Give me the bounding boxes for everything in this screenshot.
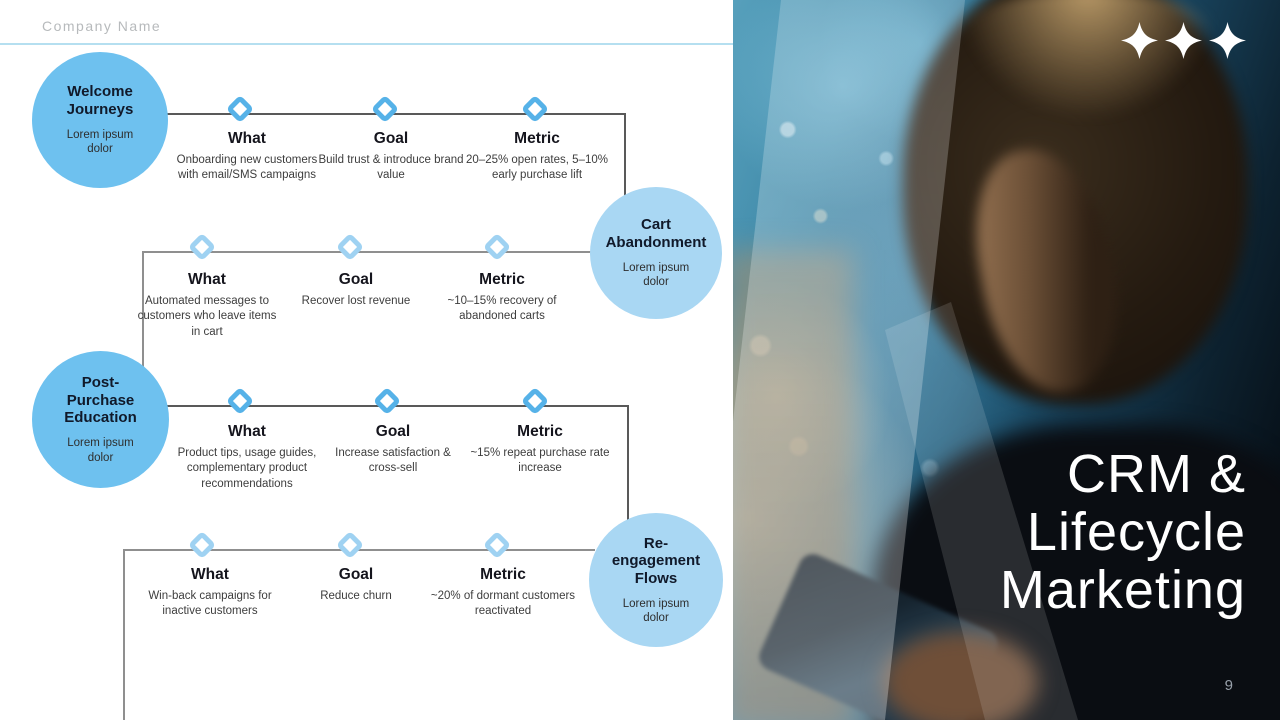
column-header: Goal (375, 423, 411, 440)
column-text: Win-back campaigns for inactive customer… (148, 590, 272, 618)
page-number: 9 (1224, 677, 1233, 694)
column-text: Product tips, usage guides, complementar… (177, 447, 317, 490)
column-what: What Win-back campaigns for inactive cus… (137, 566, 283, 620)
stage-title: Cart Abandonment (605, 216, 707, 252)
column-text: Recover lost revenue (301, 295, 411, 307)
stage-circle-post-purchase-education: Post-Purchase Education Lorem ipsum dolo… (32, 351, 169, 488)
diamond-icon (482, 232, 512, 262)
column-metric: Metric ~15% repeat purchase rate increas… (467, 423, 613, 477)
stage-subtitle: Lorem ipsum dolor (622, 261, 690, 289)
hero-photo: CRM & Lifecycle Marketing 9 (733, 0, 1280, 720)
stage-circle-cart-abandonment: Cart Abandonment Lorem ipsum dolor (590, 187, 722, 319)
column-header: Metric (517, 423, 563, 440)
slide-title: CRM & Lifecycle Marketing (999, 444, 1246, 620)
column-text: Increase satisfaction & cross-sell (335, 447, 451, 475)
column-text: Build trust & introduce brand value (318, 154, 464, 182)
content-panel: Company Name Welcome Journeys Lorem ipsu… (0, 18, 733, 720)
column-text: Onboarding new customers with email/SMS … (176, 154, 318, 182)
sparkle-icons (1121, 22, 1246, 59)
column-text: 20–25% open rates, 5–10% early purchase … (466, 154, 608, 182)
diamond-icon (372, 386, 402, 416)
stage-title: Re-engagement Flows (611, 534, 701, 587)
column-header: What (228, 423, 266, 440)
column-what: What Automated messages to customers who… (134, 271, 280, 340)
column-header: Goal (338, 271, 374, 288)
column-metric: Metric 20–25% open rates, 5–10% early pu… (464, 130, 610, 184)
stage-circle-re-engagement-flows: Re-engagement Flows Lorem ipsum dolor (589, 513, 723, 647)
column-header: What (191, 566, 229, 583)
column-text: ~10–15% recovery of abandoned carts (447, 295, 557, 323)
column-goal: Goal Recover lost revenue (283, 271, 429, 309)
diamond-icon (187, 232, 217, 262)
connector-line (142, 251, 144, 371)
column-text: Reduce churn (320, 590, 392, 602)
column-header: What (228, 130, 266, 147)
photo-hair-highlight (938, 0, 1238, 138)
column-text: ~15% repeat purchase rate increase (470, 447, 610, 475)
slide-title-line: CRM & (1067, 444, 1246, 504)
connector-line (627, 405, 629, 530)
diamond-icon (187, 530, 217, 560)
column-metric: Metric ~20% of dormant customers reactiv… (430, 566, 576, 620)
four-point-sparkle-icon (1121, 22, 1158, 59)
connector-line (166, 405, 629, 407)
column-header: What (188, 271, 226, 288)
connector-line (142, 251, 597, 253)
column-text: Automated messages to customers who leav… (137, 295, 277, 338)
diamond-icon (335, 530, 365, 560)
column-goal: Goal Build trust & introduce brand value (318, 130, 464, 184)
diamond-icon (225, 386, 255, 416)
slide-title-line: Lifecycle (1026, 501, 1246, 562)
slide-title-line: Marketing (999, 559, 1246, 620)
stage-subtitle: Lorem ipsum dolor (67, 437, 134, 464)
column-what: What Onboarding new customers with email… (174, 130, 320, 184)
stage-title: Post-Purchase Education (64, 374, 137, 427)
column-header: Metric (480, 566, 526, 583)
column-goal: Goal Reduce churn (283, 566, 429, 604)
diamond-icon (520, 94, 550, 124)
connector-line (166, 113, 626, 115)
stage-title: Welcome Journeys (66, 83, 134, 119)
diamond-icon (335, 232, 365, 262)
stage-subtitle: Lorem ipsum dolor (66, 128, 134, 156)
column-header: Goal (373, 130, 409, 147)
column-header: Goal (338, 566, 374, 583)
header-rule (0, 43, 733, 45)
column-text: ~20% of dormant customers reactivated (430, 590, 576, 618)
company-name: Company Name (42, 18, 162, 34)
column-header: Metric (479, 271, 525, 288)
connector-line (123, 549, 125, 720)
column-goal: Goal Increase satisfaction & cross-sell (320, 423, 466, 477)
diamond-icon (520, 386, 550, 416)
stage-circle-welcome-journeys: Welcome Journeys Lorem ipsum dolor (32, 52, 168, 188)
diamond-icon (482, 530, 512, 560)
column-what: What Product tips, usage guides, complem… (174, 423, 320, 492)
diamond-icon (370, 94, 400, 124)
stage-subtitle: Lorem ipsum dolor (622, 597, 690, 625)
column-header: Metric (514, 130, 560, 147)
column-metric: Metric ~10–15% recovery of abandoned car… (429, 271, 575, 325)
photo-hand (883, 632, 1038, 720)
diamond-icon (225, 94, 255, 124)
four-point-sparkle-icon (1209, 22, 1246, 59)
four-point-sparkle-icon (1165, 22, 1202, 59)
connector-line (624, 113, 626, 203)
